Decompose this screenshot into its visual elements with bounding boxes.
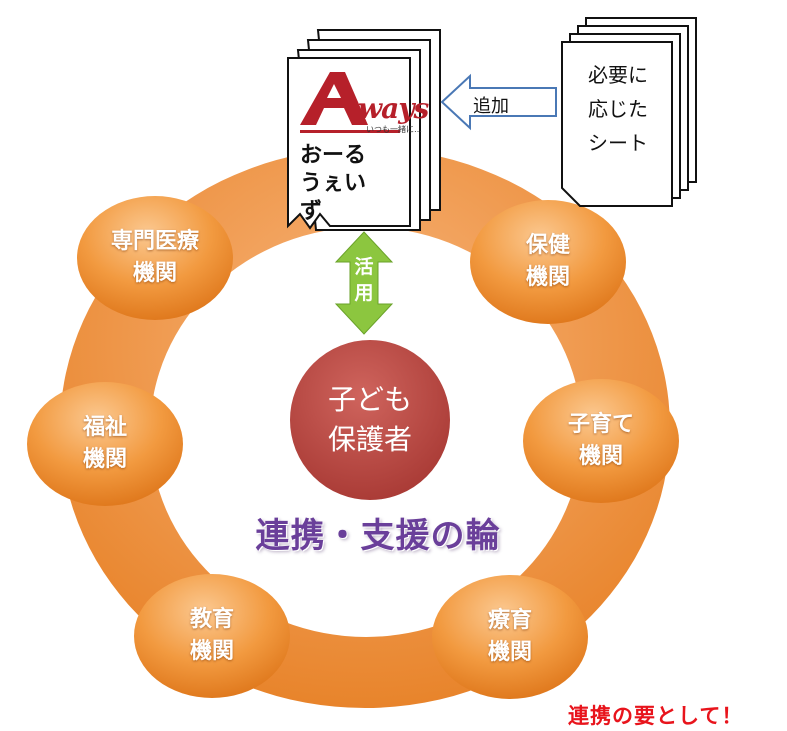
node-fukushi: 福祉 機関 <box>82 415 127 472</box>
use-arrow-icon <box>334 231 394 335</box>
use-arrow-label: 活 用 <box>354 256 374 304</box>
node-shape-ryouiku <box>432 575 588 699</box>
node-kosodate: 子育て 機関 <box>567 412 634 469</box>
node-shape-senmon <box>77 196 233 320</box>
center-circle <box>286 336 454 504</box>
logo-tagline: いつも一緒に… <box>366 125 422 134</box>
node-hoken: 保健 機関 <box>525 233 570 290</box>
node-ryouiku: 療育 機関 <box>487 608 532 665</box>
logo-icon <box>300 72 400 133</box>
slogan: 連携の要として！ <box>568 704 744 728</box>
node-senmon: 専門医療 機関 <box>110 229 199 286</box>
node-shape-kyouiku <box>134 574 290 698</box>
sheet-stack <box>561 17 697 207</box>
add-arrow-icon <box>440 73 557 131</box>
ring-caption: 連携・支援の輪 <box>255 516 501 556</box>
sheet-label: 必要に 応じた シート <box>588 63 648 155</box>
add-arrow-label: 追加 <box>473 96 509 117</box>
center-label: 子ども 保護者 <box>327 383 412 456</box>
node-shape-hoken <box>470 200 626 324</box>
logo-text: ways <box>358 92 429 125</box>
node-shape-kosodate <box>523 379 679 503</box>
document-title: おーる うぇい ず <box>300 143 367 224</box>
node-kyouiku: 教育 機関 <box>189 607 234 664</box>
node-shape-fukushi <box>27 382 183 506</box>
